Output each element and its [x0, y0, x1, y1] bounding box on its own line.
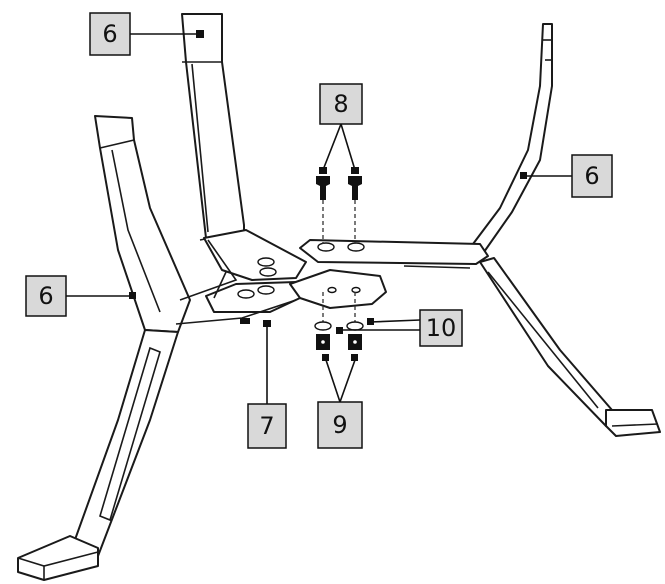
center-bracket-part [175, 229, 387, 325]
leg-right-part [469, 23, 661, 437]
callout-center-bracket: 7 [247, 320, 287, 449]
nuts-bottom-part [316, 334, 362, 350]
callout-nuts-bottom-label: 9 [332, 411, 347, 439]
callout-leg-right-label: 6 [584, 162, 599, 190]
callout-washers-label: 10 [426, 314, 457, 342]
washers-part [314, 292, 364, 331]
callout-leg-left: 6 [25, 275, 136, 317]
leg-top-part [181, 13, 245, 241]
callout-leg-top: 6 [89, 12, 204, 56]
right-arm-plate [299, 239, 489, 269]
leg-left-part [17, 115, 191, 581]
callout-screws-top: 8 [319, 83, 363, 174]
screws-top-part [316, 176, 362, 244]
callout-leg-top-label: 6 [102, 20, 117, 48]
callout-washers: 10 [336, 309, 463, 347]
callout-leg-left-label: 6 [38, 282, 53, 310]
callout-screws-top-label: 8 [333, 90, 348, 118]
callout-center-bracket-label: 7 [259, 412, 274, 440]
callout-nuts-bottom: 9 [317, 354, 363, 449]
callout-leg-right: 6 [520, 154, 613, 198]
